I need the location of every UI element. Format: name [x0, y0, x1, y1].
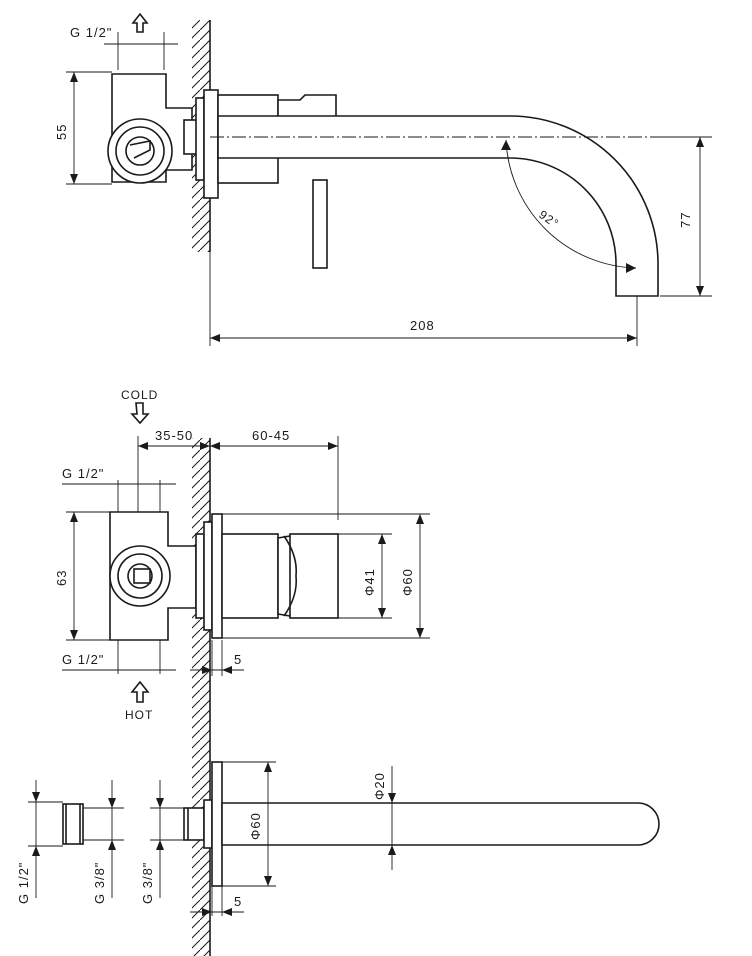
wall-hatch-middle: [192, 438, 210, 956]
angle-arc: [505, 139, 637, 269]
cold-label: COLD: [121, 388, 158, 402]
hot-label: HOT: [125, 708, 153, 722]
spout-rosette: [211, 761, 223, 887]
flow-up-arrow-icon: [131, 12, 149, 33]
valve-port-core-middle: [127, 563, 153, 589]
handle-diameter-dim: Φ41: [362, 568, 377, 596]
valve-port-core-top: [125, 136, 155, 166]
spout-diameter-dim: Φ20: [372, 772, 387, 800]
bottom-view: G 1/2" G 3/8" G 3/8" Φ60 Φ20: [16, 761, 660, 916]
spout-tube: [221, 802, 660, 846]
wall-depth-dim: 35-50: [155, 428, 193, 443]
spout-plate-a: [203, 799, 213, 849]
inlet-top-label: G 1/2": [62, 466, 104, 481]
cover-plate-a-middle: [195, 533, 205, 619]
adapter-inner-thread: G 3/8": [92, 862, 107, 904]
middle-view: COLD 35-50 60-45 G 1/2": [54, 388, 430, 956]
cold-arrow-icon: [130, 402, 150, 425]
valve-port-outer-middle: [109, 545, 171, 607]
rosette-diameter-dim: Φ60: [248, 812, 263, 840]
projection-dim: 60-45: [252, 428, 290, 443]
hot-arrow-icon: [130, 680, 150, 703]
spout-nut: [183, 807, 205, 841]
valve-port-inner-middle: [117, 553, 163, 599]
adapter-fitting: [62, 803, 84, 845]
valve-port-outer-top: [107, 118, 173, 184]
top-inlet-label: G 1/2": [70, 25, 112, 40]
body-height-dim: 63: [54, 570, 69, 586]
overall-length-dim: 208: [410, 318, 435, 333]
handle-stem-top: [312, 179, 328, 269]
spout-thread: G 3/8": [140, 862, 155, 904]
plate-diameter-dim: Φ60: [400, 568, 415, 596]
valve-height-dim-top: 55: [54, 124, 69, 140]
cover-plate-b-top: [203, 89, 219, 199]
cover-plate-a-top: [195, 97, 205, 181]
cover-plate-b-middle: [203, 521, 213, 631]
plate-thickness-dim-middle: 5: [234, 652, 242, 667]
valve-cam-middle: [133, 568, 151, 584]
spout-top: [217, 115, 659, 297]
handle-body-middle: [289, 533, 339, 619]
inlet-bottom-label: G 1/2": [62, 652, 104, 667]
mixer-housing-middle: [221, 533, 279, 619]
valve-cam-top: [129, 140, 151, 159]
adapter-outer-thread: G 1/2": [16, 862, 31, 904]
plate-thickness-dim-bottom: 5: [234, 894, 242, 909]
wall-plate-middle: [211, 513, 223, 639]
top-view: G 1/2" 92° 77: [54, 12, 712, 346]
valve-port-inner-top: [115, 126, 165, 176]
spout-drop-dim: 77: [678, 212, 693, 228]
spout-angle-label: 92°: [536, 207, 561, 231]
